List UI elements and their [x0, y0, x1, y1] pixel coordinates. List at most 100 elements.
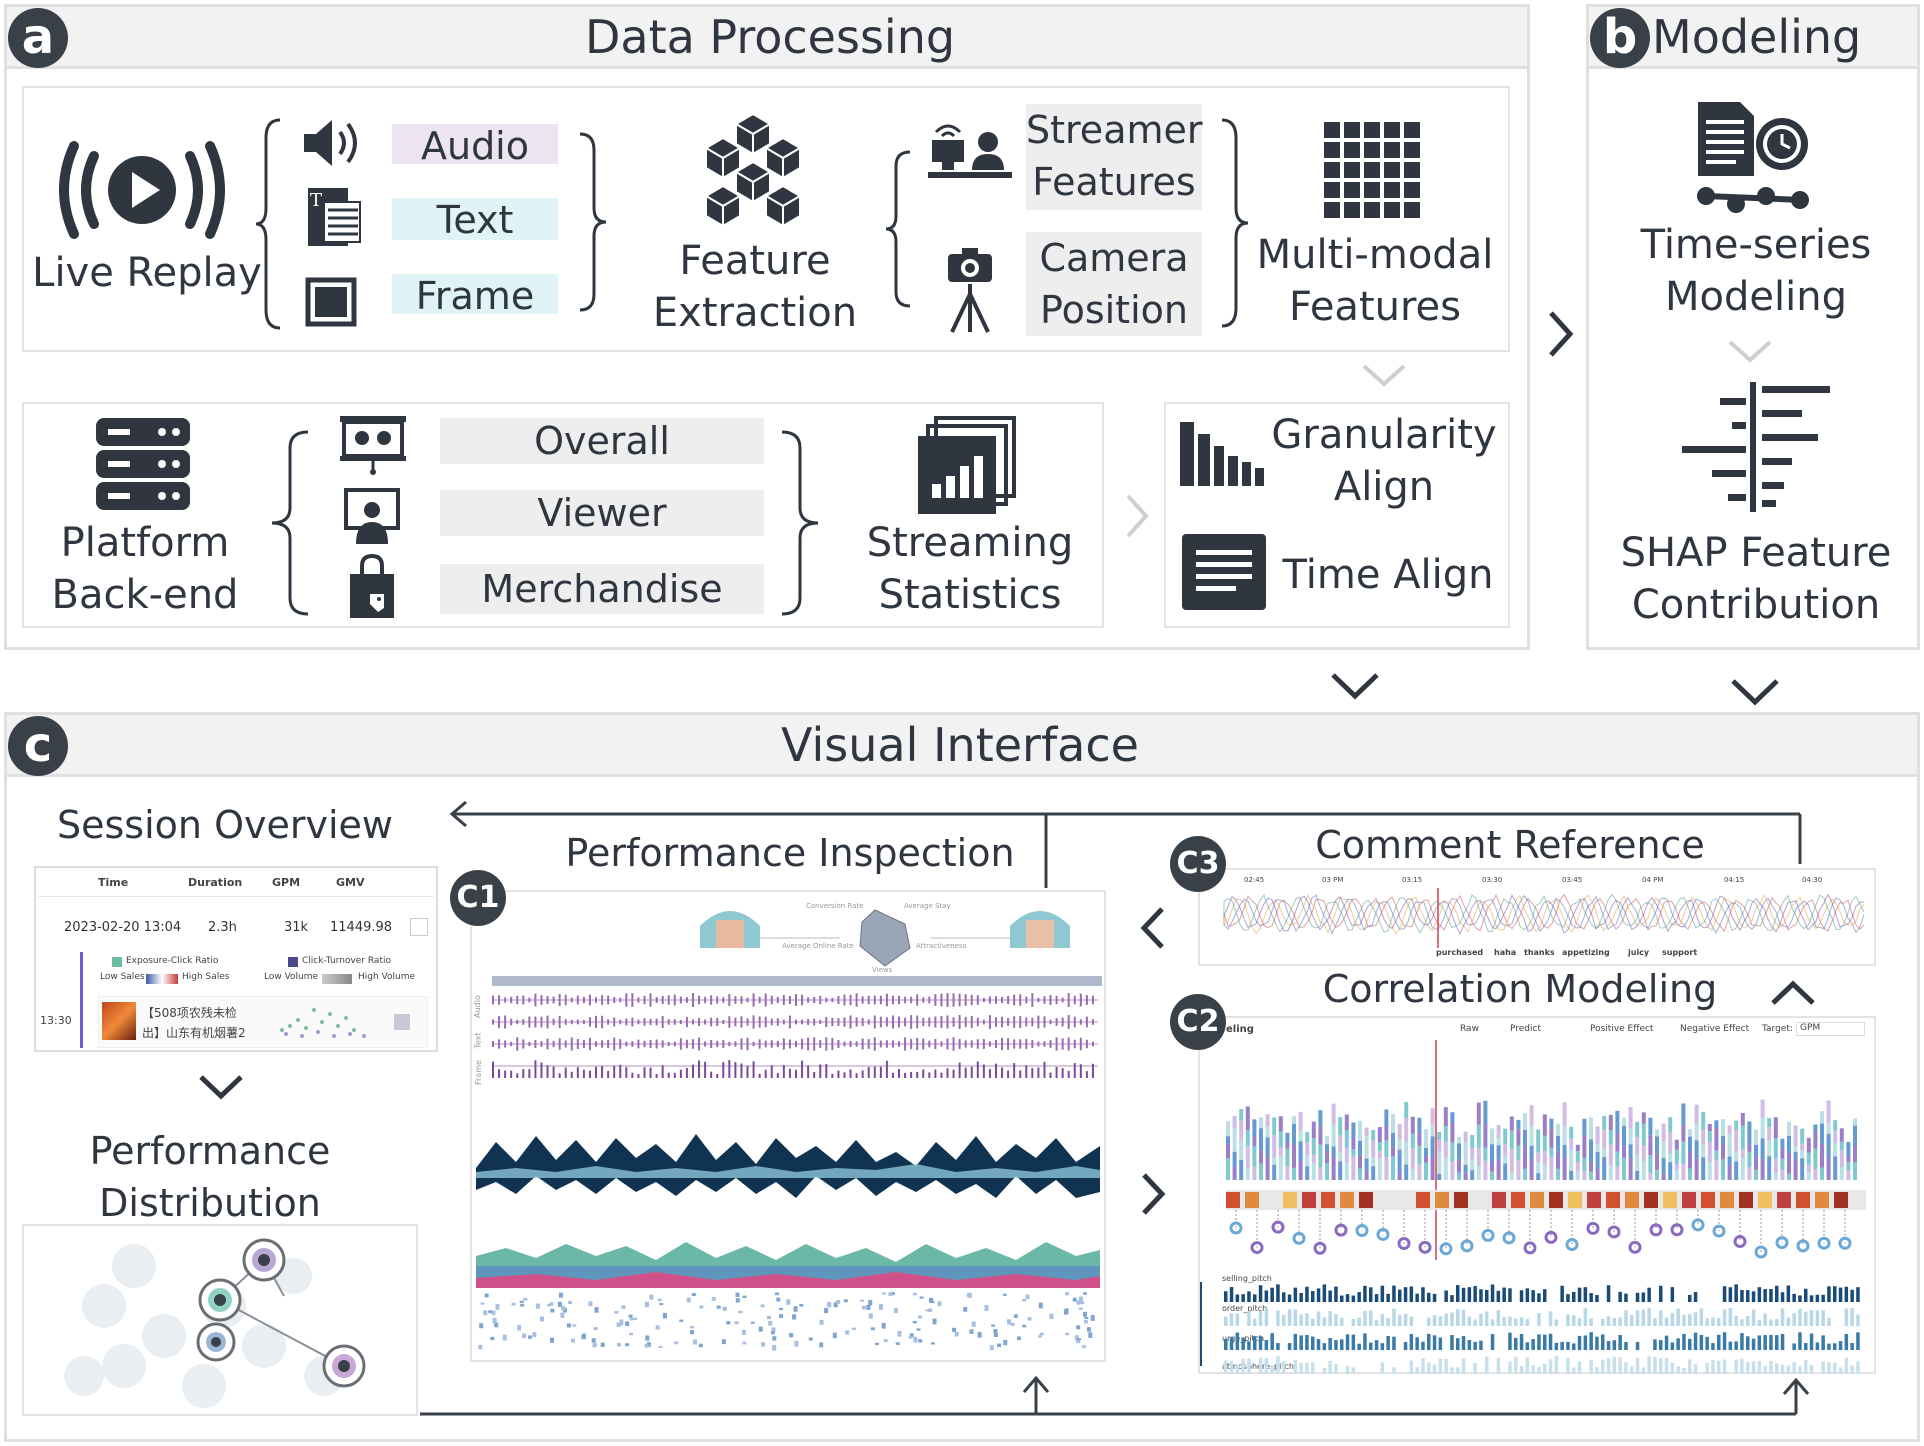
c2-bar-segment [1562, 1102, 1567, 1126]
c2-bar-segment [1292, 1167, 1296, 1180]
c2-pitch-bar [1821, 1335, 1825, 1350]
c2-bar-segment [1424, 1156, 1428, 1163]
c2-bar-segment [1239, 1139, 1244, 1160]
c2-bar-segment [1259, 1128, 1263, 1151]
c1-strip-mark [770, 1018, 773, 1026]
c2-bar-segment [1648, 1117, 1653, 1136]
c2-bar-segment [1285, 1132, 1290, 1143]
c1-strip-mark [898, 1069, 901, 1078]
c3-tick-4: 03:45 [1562, 876, 1583, 884]
c1-strip-mark [564, 1067, 567, 1078]
c2-pitch-bar [1531, 1290, 1535, 1302]
c1-strip-mark [691, 1019, 694, 1025]
c1-scatter-tick [1010, 1322, 1015, 1326]
c2-bar-segment [1839, 1150, 1844, 1168]
c1-scatter-tick [993, 1332, 998, 1338]
c2-bar-segment [1820, 1111, 1824, 1124]
c2-product-thumb [1663, 1192, 1677, 1208]
c2-bar-segment [1569, 1170, 1574, 1180]
col-duration[interactable]: Duration [188, 876, 243, 889]
c1-strip-mark [546, 1038, 549, 1050]
c2-bar-segment [1734, 1151, 1739, 1162]
c1-strip-mark [516, 1073, 519, 1078]
c2-pitch-bar [1374, 1340, 1379, 1350]
c2-bar-segment [1298, 1130, 1303, 1142]
c2-pitch-bar [1566, 1357, 1570, 1374]
c1-strip-mark [813, 1018, 816, 1026]
c2-bar-segment [1344, 1162, 1349, 1180]
col-gpm[interactable]: GPM [272, 876, 301, 889]
c1-scatter-tick [657, 1298, 662, 1302]
c2-bar-segment [1503, 1128, 1508, 1144]
c2-pitch-bar [1804, 1288, 1808, 1302]
c2-pitch-bar [1473, 1341, 1477, 1350]
c2-pitch-bar [1711, 1317, 1715, 1326]
c1-strip-mark [752, 1041, 755, 1047]
c2-pitch-bar [1508, 1361, 1512, 1374]
c1-scatter-tick [760, 1304, 765, 1308]
c1-strip-mark [516, 995, 519, 1005]
c1-strip-mark [916, 1038, 919, 1050]
c1-strip-mark [898, 1041, 901, 1047]
c1-scatter-tick [768, 1320, 773, 1326]
c1-strip-mark [613, 1037, 616, 1051]
avatar-name-1: fengfeng [710, 948, 742, 956]
cell-time[interactable]: 2023-02-20 13:04 [64, 920, 182, 935]
c1-scatter-tick [794, 1340, 799, 1347]
c2-pitch-bar [1676, 1366, 1680, 1374]
c1-strip-mark [849, 1040, 852, 1048]
product-row[interactable] [98, 996, 428, 1048]
c1-strip-mark [1067, 1037, 1070, 1051]
c2-bar-segment [1589, 1171, 1593, 1180]
c1-strip-mark [698, 1060, 701, 1078]
c1-scatter-tick [799, 1304, 804, 1307]
c2-bar-segment [1358, 1168, 1362, 1180]
row-checkbox[interactable] [410, 918, 428, 936]
c1-scatter-tick [1076, 1340, 1081, 1344]
c2-pitch-bar [1543, 1334, 1547, 1350]
c2-bar-segment [1437, 1139, 1442, 1152]
c2-pitch-bar [1792, 1293, 1796, 1302]
c2-target-label: Target: [1762, 1024, 1793, 1034]
c1-strip-mark [776, 1018, 779, 1026]
c2-pitch-bar [1479, 1289, 1483, 1302]
c2-bar-segment [1787, 1153, 1791, 1174]
c2-pitch-bar [1856, 1361, 1860, 1374]
c1-strip-mark [570, 1037, 573, 1051]
col-time[interactable]: Time [98, 876, 129, 889]
c2-pitch-bar [1467, 1340, 1472, 1350]
c2-bar-segment [1338, 1117, 1343, 1136]
c2-bar-segment [1338, 1161, 1343, 1180]
c2-pitch-bar [1357, 1317, 1361, 1326]
c2-donut [1796, 1239, 1810, 1253]
c2-product-thumb [1758, 1192, 1772, 1208]
c2-bar-segment [1721, 1159, 1725, 1180]
c1-scatter-tick [1022, 1324, 1027, 1328]
c2-target-select[interactable]: GPM [1796, 1022, 1865, 1036]
col-gmv[interactable]: GMV [336, 876, 365, 889]
c1-scatter-tick [698, 1343, 703, 1348]
c1-strip-mark [849, 994, 852, 1006]
c2-pitch-bar [1618, 1317, 1622, 1326]
c2-bar-segment [1470, 1147, 1475, 1159]
c1-strip-mark [740, 1038, 743, 1050]
c1-strip-mark [964, 1067, 967, 1078]
c2-bar-segment [1747, 1151, 1752, 1168]
c2-product-thumb [1492, 1192, 1506, 1208]
c1-strip-mark [788, 995, 791, 1005]
c1-scatter-tick [881, 1292, 886, 1295]
product-name-2: 出】山东有机烟薯2 [142, 1026, 246, 1040]
c2-bar-segment [1404, 1164, 1409, 1180]
c1-scatter-tick [735, 1292, 740, 1297]
c1-scatter-tick [491, 1310, 496, 1315]
c1-strip-mark [837, 1070, 840, 1078]
c1-strip-mark [673, 1072, 676, 1078]
c2-pitch-axis [1200, 1282, 1202, 1366]
c2-bar-segment [1846, 1155, 1851, 1162]
c2-donut [1544, 1230, 1558, 1244]
c2-bar-segment [1384, 1126, 1389, 1141]
c1-strip-mark [1013, 1063, 1016, 1078]
c2-bar-segment [1681, 1163, 1686, 1180]
c1-strip-mark [734, 1062, 737, 1078]
feature-extraction-label-2: Extraction [652, 290, 858, 336]
